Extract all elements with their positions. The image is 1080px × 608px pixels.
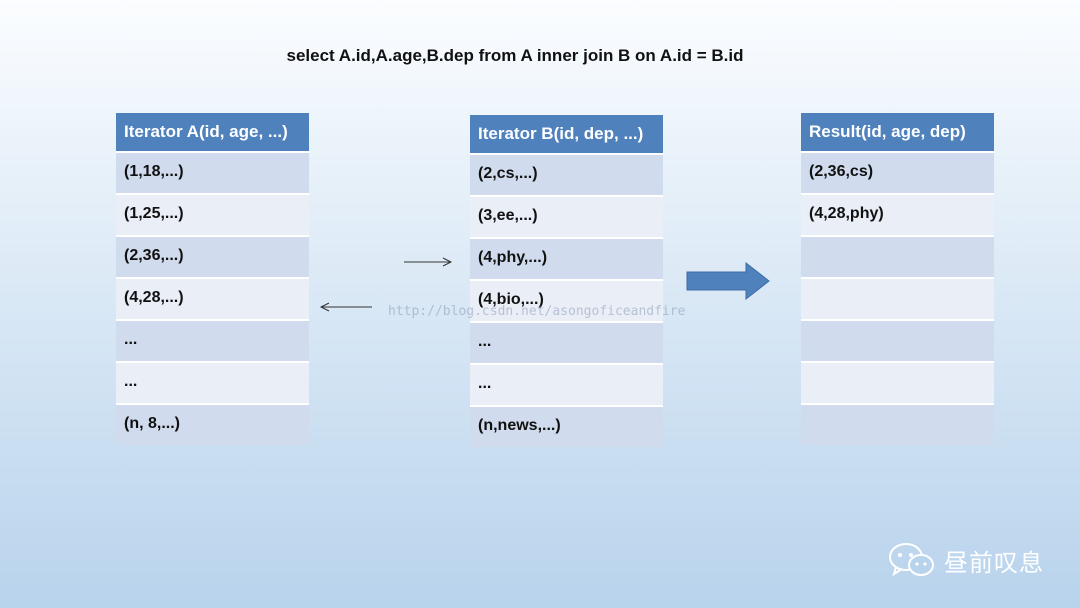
result-flow-arrow [686, 261, 770, 301]
table-a-row: ... [116, 319, 309, 361]
result-row [801, 403, 994, 445]
iterator-a-table: Iterator A(id, age, ...) (1,18,...) (1,2… [116, 113, 309, 445]
wechat-icon [889, 543, 934, 577]
table-a-row: (1,25,...) [116, 193, 309, 235]
table-a-row: (n, 8,...) [116, 403, 309, 445]
table-b-row: (3,ee,...) [470, 195, 663, 237]
brand-name: 昼前叹息 [944, 548, 1044, 577]
result-row: (2,36,cs) [801, 151, 994, 193]
table-a-row: ... [116, 361, 309, 403]
table-a-row: (4,28,...) [116, 277, 309, 319]
result-header: Result(id, age, dep) [801, 113, 994, 151]
blog-watermark: http://blog.csdn.net/asongoficeandfire [388, 304, 686, 319]
table-b-row: ... [470, 363, 663, 405]
table-a-row: (2,36,...) [116, 235, 309, 277]
result-row [801, 277, 994, 319]
result-table: Result(id, age, dep) (2,36,cs) (4,28,phy… [801, 113, 994, 445]
arrow-to-table-a [319, 302, 372, 312]
iterator-b-header: Iterator B(id, dep, ...) [470, 115, 663, 153]
result-row: (4,28,phy) [801, 193, 994, 235]
arrow-to-table-b [404, 257, 453, 267]
table-b-row: (4,phy,...) [470, 237, 663, 279]
table-a-row: (1,18,...) [116, 151, 309, 193]
iterator-b-table: Iterator B(id, dep, ...) (2,cs,...) (3,e… [470, 115, 663, 447]
table-b-row: (n,news,...) [470, 405, 663, 447]
table-b-row: (4,bio,...) [470, 279, 663, 321]
result-row [801, 319, 994, 361]
brand-logo: 昼前叹息 [888, 540, 1044, 580]
iterator-a-header: Iterator A(id, age, ...) [116, 113, 309, 151]
table-b-row: (2,cs,...) [470, 153, 663, 195]
sql-query-title: select A.id,A.age,B.dep from A inner joi… [286, 46, 744, 65]
result-row [801, 361, 994, 403]
table-b-row: ... [470, 321, 663, 363]
result-row [801, 235, 994, 277]
